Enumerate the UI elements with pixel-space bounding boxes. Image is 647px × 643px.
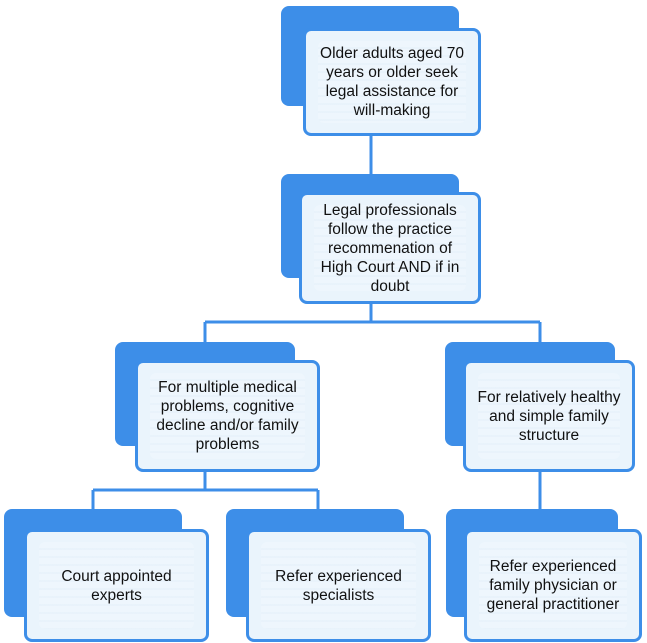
node-complex-label: For multiple medical problems, cognitive… xyxy=(156,379,299,453)
node-root-label: Older adults aged 70 years or older seek… xyxy=(320,45,464,119)
node-family-physician: Refer experienced family physician or ge… xyxy=(446,509,642,642)
node-specialists: Refer experienced specialists xyxy=(226,509,431,642)
node-complex-needs: For multiple medical problems, cognitive… xyxy=(115,342,320,472)
node-healthy-label: For relatively healthy and simple family… xyxy=(477,388,621,444)
node-court-label: Court appointed experts xyxy=(61,567,172,604)
node-healthy-simple: For relatively healthy and simple family… xyxy=(445,342,635,472)
node-legal-professionals: Legal professionals follow the practice … xyxy=(281,174,481,304)
node-legal-label: Legal professionals follow the practice … xyxy=(320,201,460,295)
node-gp-label: Refer experienced family physician or ge… xyxy=(486,558,620,613)
node-court-experts: Court appointed experts xyxy=(4,509,209,642)
node-root: Older adults aged 70 years or older seek… xyxy=(281,6,481,136)
node-specialists-label: Refer experienced specialists xyxy=(275,567,402,604)
